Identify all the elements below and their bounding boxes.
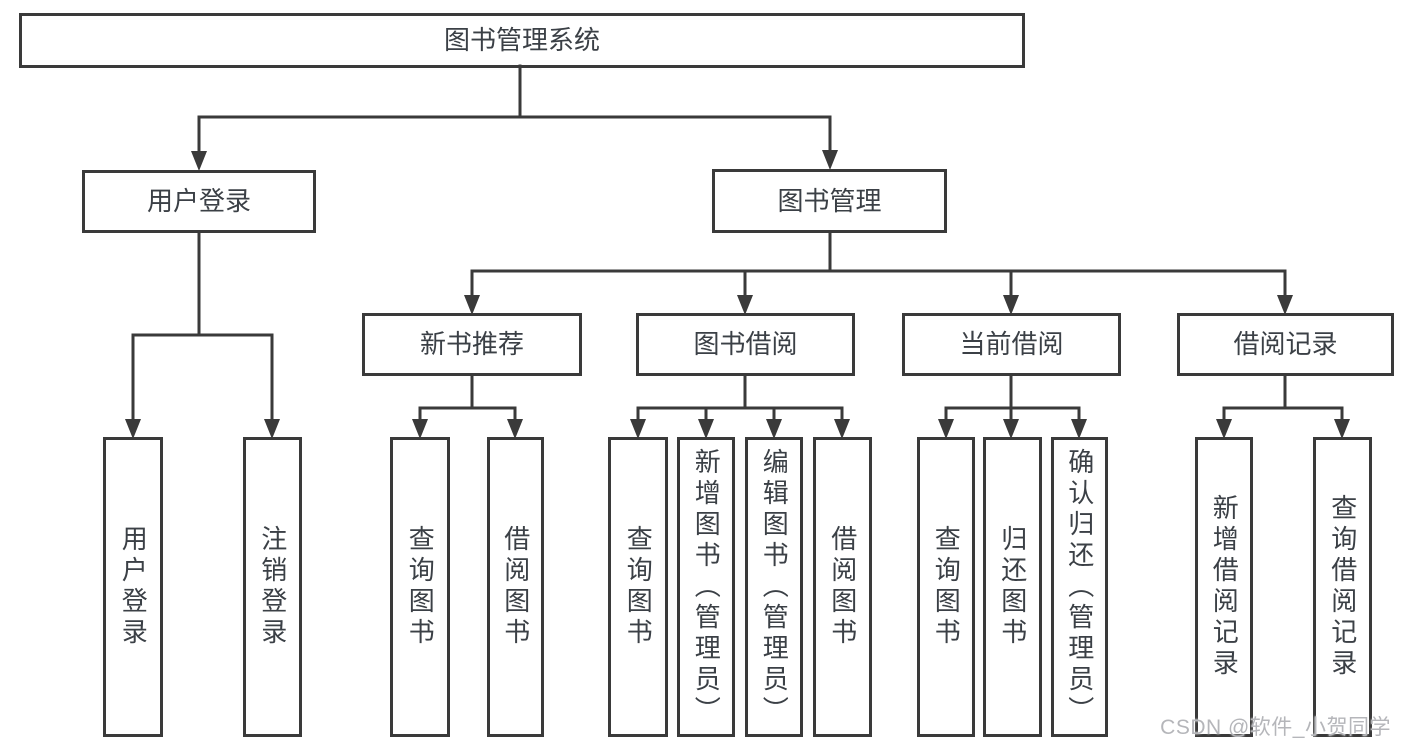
leaf-return-books: 归还图书 — [983, 437, 1042, 737]
node-new-book-recommend: 新书推荐 — [362, 313, 582, 376]
node-user-login: 用户登录 — [82, 170, 316, 233]
leaf-label: 编辑图书（管理员） — [759, 447, 790, 727]
node-label: 图书借阅 — [693, 329, 798, 360]
leaf-query-books-borrowing: 查询图书 — [608, 437, 668, 737]
leaf-label: 用户登录 — [118, 525, 149, 649]
leaf-query-borrow-record: 查询借阅记录 — [1313, 437, 1372, 737]
leaf-query-books-recommend: 查询图书 — [390, 437, 450, 737]
leaf-label: 借阅图书 — [827, 525, 858, 649]
leaf-user-login: 用户登录 — [103, 437, 163, 737]
leaf-confirm-return-admin: 确认归还（管理员） — [1051, 437, 1108, 737]
leaf-label: 新增借阅记录 — [1209, 494, 1240, 680]
arrowhead-icon — [737, 295, 753, 315]
arrowhead-icon — [1003, 295, 1019, 315]
arrowhead-icon — [1003, 419, 1019, 439]
leaf-borrow-books-recommend: 借阅图书 — [487, 437, 544, 737]
arrowhead-icon — [822, 150, 838, 170]
node-book-management: 图书管理 — [712, 169, 947, 233]
leaf-query-books-current: 查询图书 — [917, 437, 975, 737]
leaf-label: 查询图书 — [623, 525, 654, 649]
arrowhead-icon — [834, 419, 850, 439]
arrowhead-icon — [698, 419, 714, 439]
arrowhead-icon — [412, 419, 428, 439]
arrowhead-icon — [1334, 419, 1350, 439]
leaf-borrow-books-borrowing: 借阅图书 — [813, 437, 872, 737]
arrowhead-icon — [125, 419, 141, 439]
node-label: 用户登录 — [146, 186, 251, 217]
node-label: 借阅记录 — [1233, 329, 1338, 360]
leaf-label: 查询图书 — [931, 525, 962, 649]
node-label: 图书管理系统 — [443, 25, 600, 56]
arrowhead-icon — [766, 419, 782, 439]
leaf-add-borrow-record: 新增借阅记录 — [1195, 437, 1253, 737]
arrowhead-icon — [464, 295, 480, 315]
leaf-label: 确认归还（管理员） — [1064, 447, 1095, 727]
arrowhead-icon — [1277, 295, 1293, 315]
leaf-label: 查询借阅记录 — [1327, 494, 1358, 680]
node-label: 新书推荐 — [419, 329, 524, 360]
leaf-edit-book-admin: 编辑图书（管理员） — [745, 437, 803, 737]
node-label: 当前借阅 — [959, 329, 1064, 360]
arrowhead-icon — [507, 419, 523, 439]
node-book-borrowing: 图书借阅 — [636, 313, 855, 376]
arrowhead-icon — [630, 419, 646, 439]
leaf-add-book-admin: 新增图书（管理员） — [677, 437, 735, 737]
leaf-label: 查询图书 — [405, 525, 436, 649]
watermark: CSDN @软件_小贺同学 — [1160, 716, 1391, 739]
node-borrowing-records: 借阅记录 — [1177, 313, 1394, 376]
arrowhead-icon — [264, 419, 280, 439]
arrowhead-icon — [1216, 419, 1232, 439]
leaf-logout: 注销登录 — [243, 437, 302, 737]
arrowhead-icon — [191, 151, 207, 171]
node-root: 图书管理系统 — [19, 13, 1025, 68]
leaf-label: 借阅图书 — [500, 525, 531, 649]
leaf-label: 归还图书 — [997, 525, 1028, 649]
leaf-label: 新增图书（管理员） — [691, 447, 722, 727]
node-label: 图书管理 — [777, 185, 882, 216]
leaf-label: 注销登录 — [257, 525, 288, 649]
node-current-borrowing: 当前借阅 — [902, 313, 1121, 376]
arrowhead-icon — [1071, 419, 1087, 439]
arrowhead-icon — [938, 419, 954, 439]
